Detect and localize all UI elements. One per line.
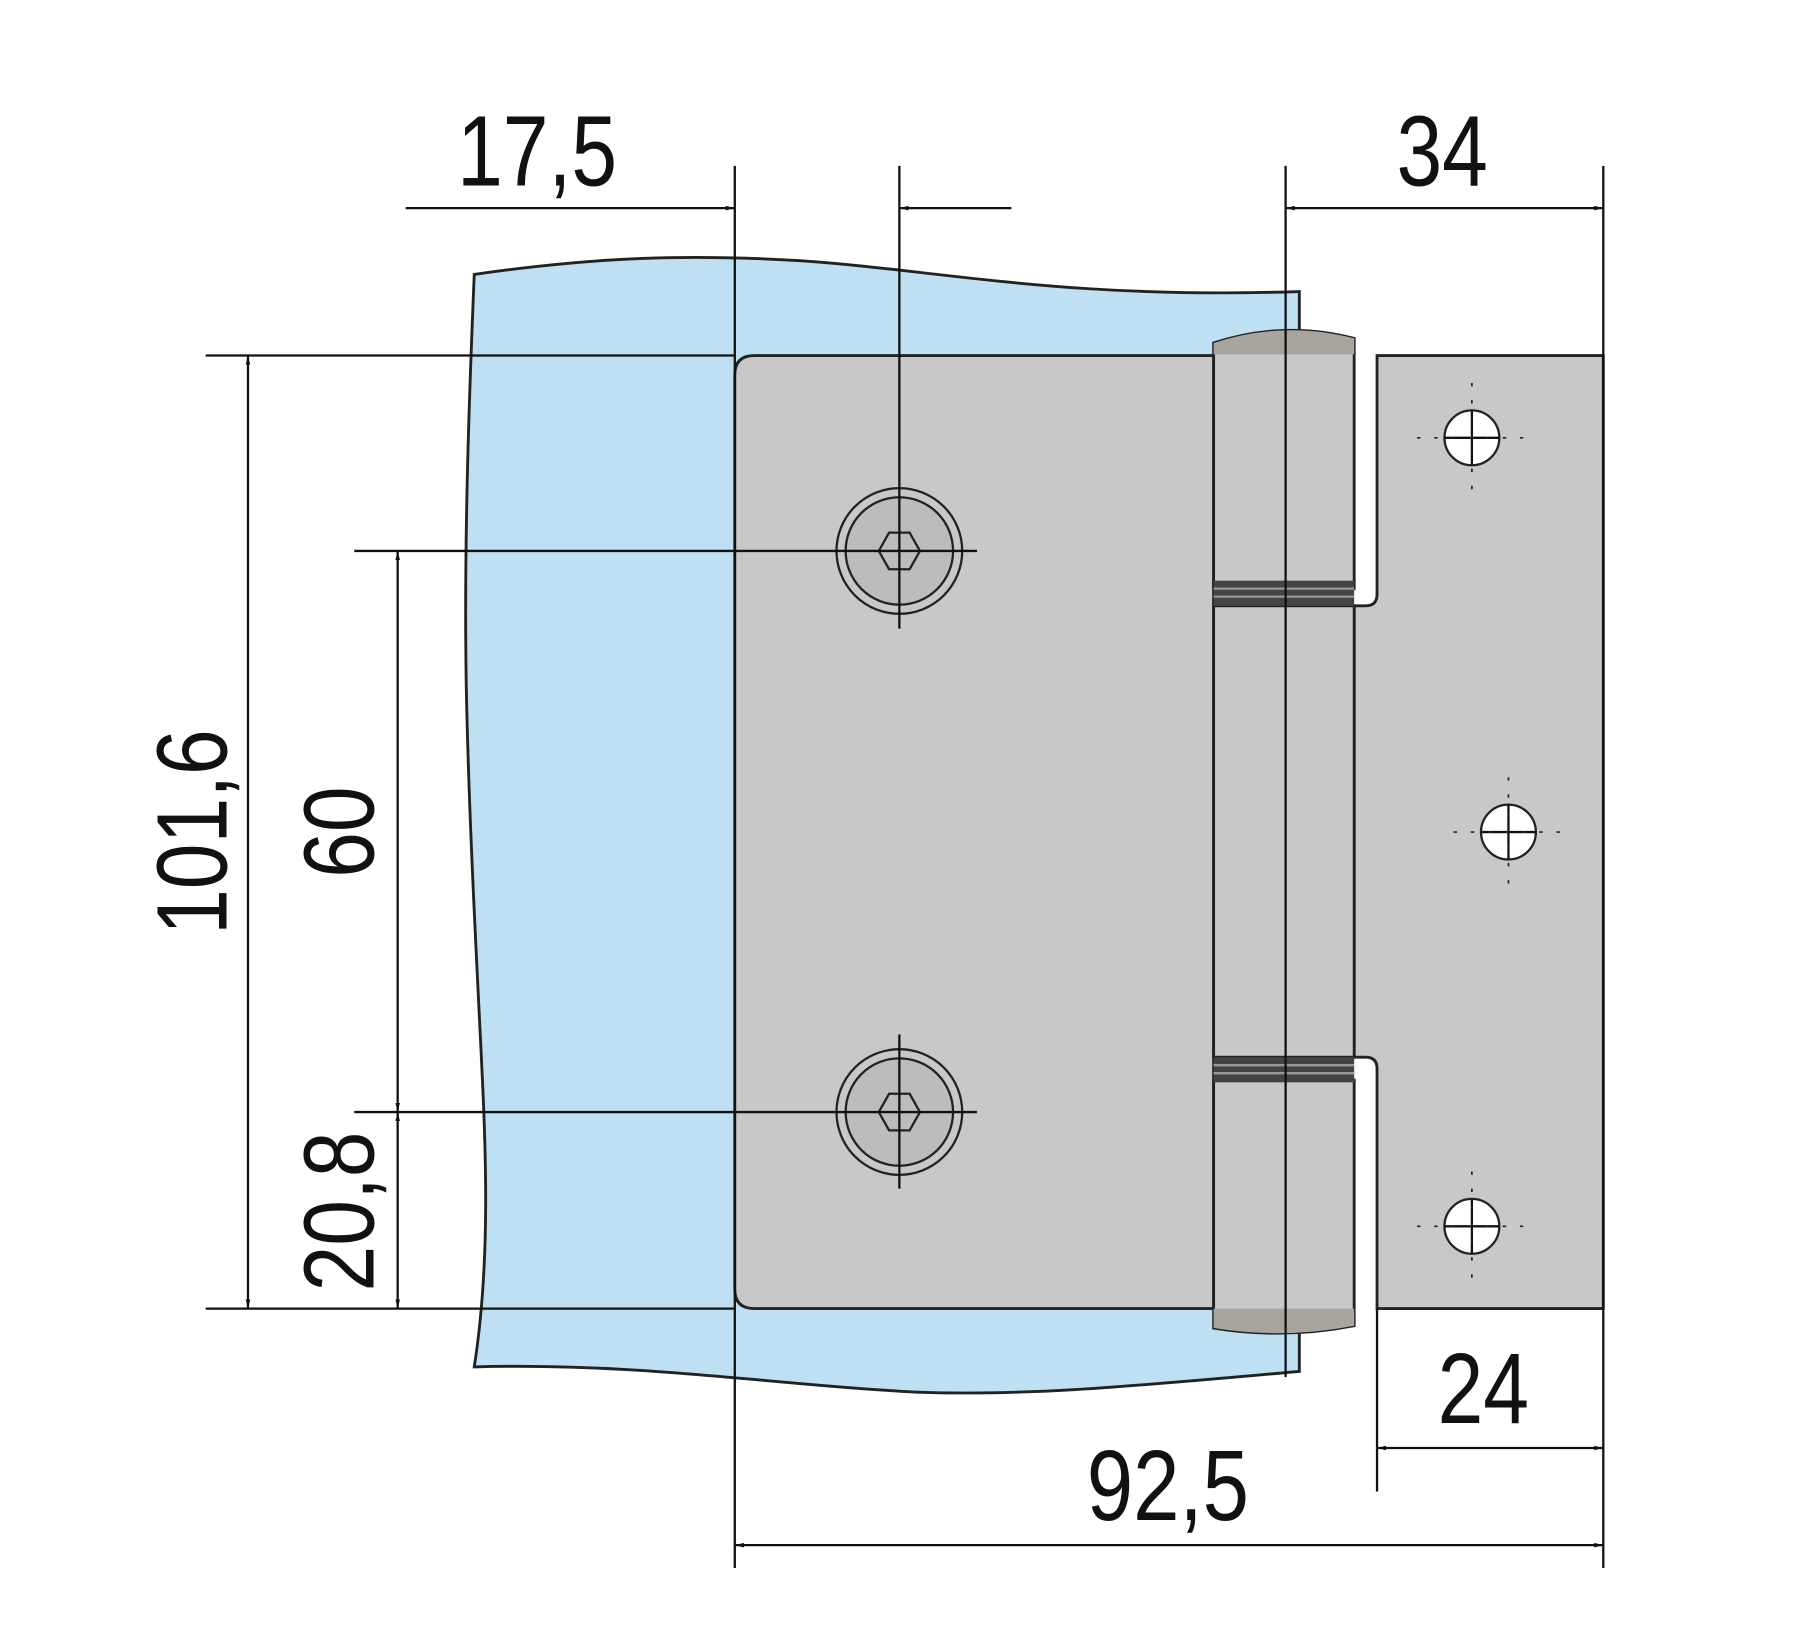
dim-label-bolt-bottom-offset: 20,8 xyxy=(284,1131,396,1291)
wall-leaf xyxy=(1352,354,1605,1311)
glass-clamp-plate xyxy=(733,354,1216,1311)
dim-label-knuckle-to-edge: 34 xyxy=(1396,95,1487,207)
dim-label-bolt-spacing: 60 xyxy=(284,786,396,877)
dim-label-total-width: 92,5 xyxy=(1087,1430,1249,1542)
dim-label-leaf-width: 24 xyxy=(1438,1333,1529,1445)
extension-lines xyxy=(205,165,1605,1569)
screw-hole-top xyxy=(1417,382,1527,493)
dim-label-height: 101,6 xyxy=(136,729,248,935)
dimension-lines xyxy=(245,205,1604,1548)
dim-label-bolt-offset: 17,5 xyxy=(457,95,617,207)
screw-hole-bottom xyxy=(1417,1171,1527,1282)
screw-hole-middle xyxy=(1453,777,1564,887)
hinge-knuckle xyxy=(1212,328,1356,1335)
